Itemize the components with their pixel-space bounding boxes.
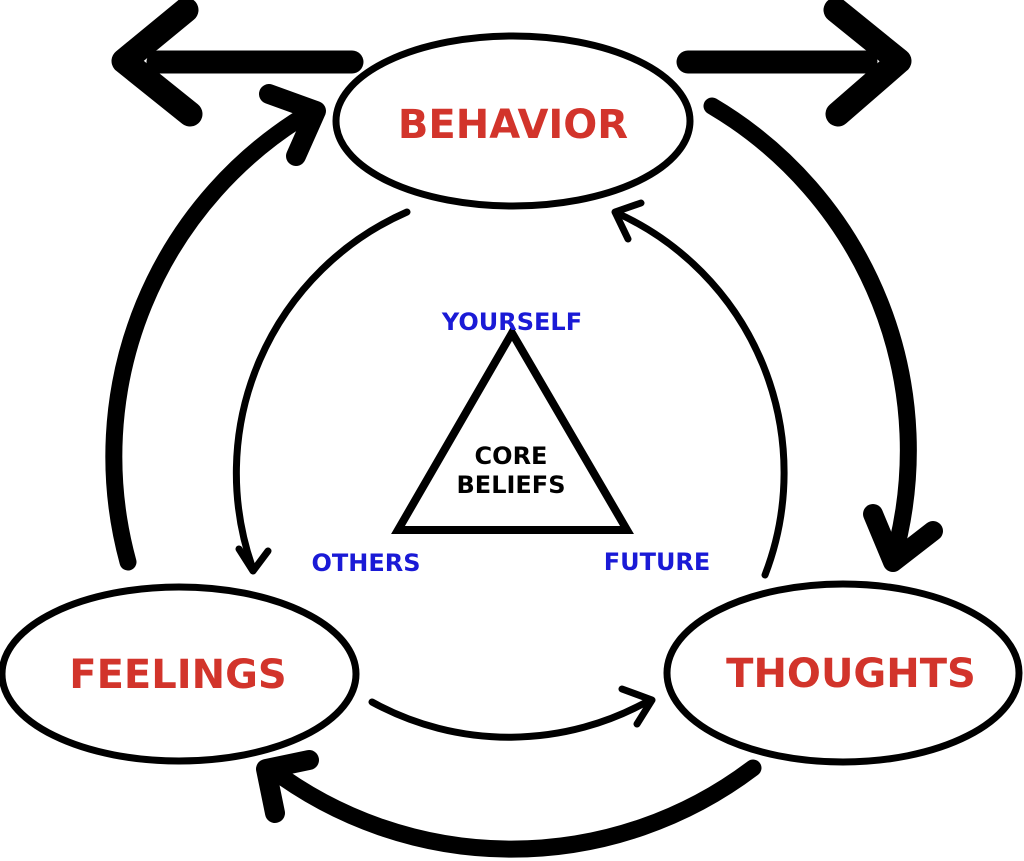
- arc-feelings-to-behavior-head: [259, 84, 326, 166]
- arc-behavior-to-feelings-head: [235, 545, 272, 575]
- behavior-label: BEHAVIOR: [398, 102, 628, 148]
- arrow-behavior-outward-left-icon: [111, 0, 364, 127]
- arc-behavior-to-thoughts: [703, 97, 917, 569]
- core-beliefs-label-line2: BELIEFS: [457, 471, 566, 499]
- arrow-behavior-to-feelings-icon: [232, 208, 411, 575]
- core-beliefs-triangle: [391, 325, 634, 534]
- feelings-node-ellipse: [0, 583, 360, 765]
- arc-feelings-to-thoughts: [368, 696, 654, 741]
- core-beliefs-label-line1: CORE: [475, 442, 548, 470]
- arrow-outward-right-head: [823, 0, 912, 127]
- arc-thoughts-to-behavior-head: [611, 199, 645, 243]
- arrow-outward-left-head: [111, 0, 203, 127]
- arrow-behavior-to-thoughts-icon: [703, 97, 943, 572]
- yourself-label: YOURSELF: [441, 308, 582, 336]
- arc-feelings-to-thoughts-head: [618, 685, 656, 728]
- others-label: OTHERS: [311, 549, 420, 577]
- feelings-label: FEELINGS: [69, 652, 286, 698]
- arc-feelings-to-behavior: [105, 101, 323, 571]
- arrow-behavior-outward-right-icon: [676, 0, 912, 127]
- thoughts-node-ellipse: [663, 580, 1023, 766]
- arrow-thoughts-to-behavior-icon: [611, 199, 788, 579]
- thoughts-label: THOUGHTS: [726, 651, 976, 697]
- arrow-feelings-to-behavior-icon: [105, 84, 326, 571]
- arc-behavior-to-thoughts-head: [863, 504, 943, 572]
- arc-thoughts-to-feelings: [261, 759, 762, 858]
- arrow-thoughts-to-feelings-icon: [256, 750, 762, 858]
- arrow-feelings-to-thoughts-icon: [368, 685, 656, 741]
- arc-behavior-to-feelings: [232, 208, 411, 573]
- behavior-node-ellipse: [332, 32, 694, 210]
- arc-thoughts-to-behavior: [613, 209, 788, 579]
- arc-thoughts-to-feelings-head: [256, 750, 319, 823]
- future-label: FUTURE: [604, 548, 711, 576]
